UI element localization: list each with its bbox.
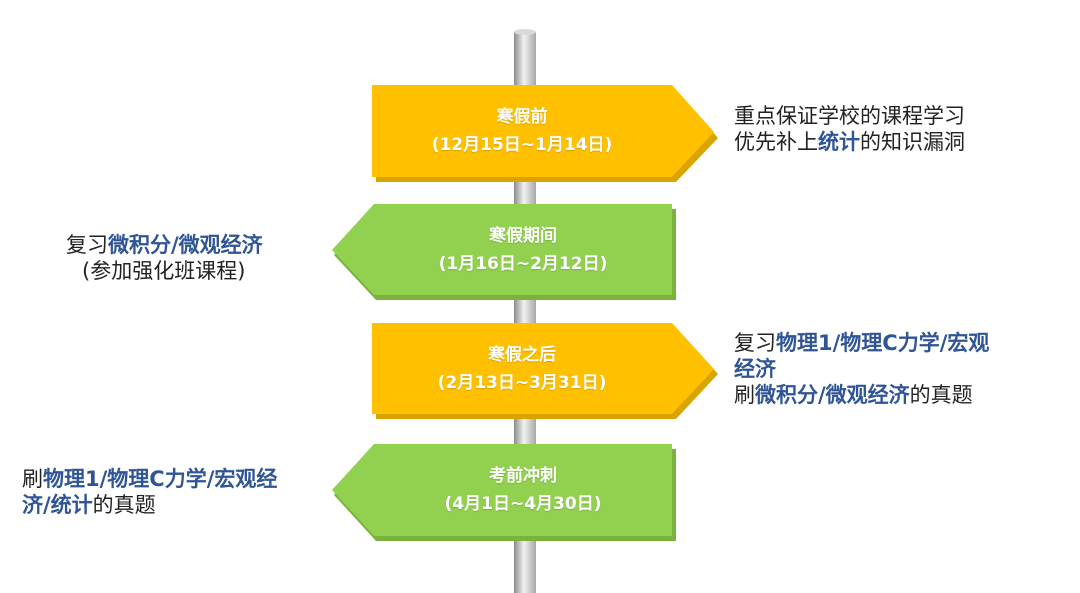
sign-2-title: 寒假期间: [489, 226, 557, 246]
note-3-line-2: 经济: [734, 356, 989, 382]
sign-3-dates: (2月13日~3月31日): [437, 373, 607, 393]
note-1: 重点保证学校的课程学习 优先补上统计的知识漏洞: [734, 103, 965, 155]
note-1-line-1: 重点保证学校的课程学习: [734, 104, 965, 128]
sign-1-title: 寒假前: [496, 107, 548, 127]
note-3-line-1: 复习物理1/物理C力学/宏观: [734, 330, 989, 356]
note-4-line-2: 济/统计的真题: [22, 492, 277, 518]
note-3-line-1-highlight: 物理1/物理C力学/宏观: [776, 331, 990, 355]
sign-1-shape: [372, 85, 714, 177]
note-4-line-2-highlight: 济/统计: [22, 493, 93, 517]
sign-2-label: 寒假期间 (1月16日~2月12日): [374, 222, 672, 278]
note-3: 复习物理1/物理C力学/宏观 经济 刷微积分/微观经济的真题: [734, 330, 989, 408]
note-3-line-3-highlight: 微积分/微观经济: [755, 383, 910, 407]
note-1-line-2-highlight: 统计: [818, 130, 860, 154]
note-4-line-1: 刷物理1/物理C力学/宏观经: [22, 466, 277, 492]
note-4: 刷物理1/物理C力学/宏观经 济/统计的真题: [22, 466, 277, 518]
sign-1-label: 寒假前 (12月15日~1月14日): [372, 103, 672, 159]
note-3-line-3: 刷微积分/微观经济的真题: [734, 382, 989, 408]
note-3-line-1-text: 复习: [734, 331, 776, 355]
note-2-line-1-highlight: 微积分/微观经济: [108, 233, 263, 257]
note-2: 复习微积分/微观经济 (参加强化班课程): [66, 232, 263, 284]
sign-2-shape: [332, 204, 672, 295]
sign-3-title: 寒假之后: [488, 345, 556, 365]
note-4-line-1-text: 刷: [22, 467, 43, 491]
note-3-line-3-text-end: 的真题: [909, 383, 973, 407]
note-3-line-3-text: 刷: [734, 383, 755, 407]
sign-4-title: 考前冲刺: [489, 466, 557, 486]
signpost-pole-cap: [514, 29, 536, 35]
note-2-line-1: 复习微积分/微观经济: [66, 232, 263, 258]
sign-4-shape: [332, 444, 672, 536]
note-4-line-1-highlight: 物理1/物理C力学/宏观经: [43, 467, 278, 491]
sign-1-dates: (12月15日~1月14日): [431, 135, 613, 155]
note-2-line-1-text: 复习: [66, 233, 108, 257]
note-1-line-2-text-end: 的知识漏洞: [860, 130, 965, 154]
note-4-line-2-text: 的真题: [92, 493, 156, 517]
sign-2-dates: (1月16日~2月12日): [438, 254, 608, 274]
sign-4-label: 考前冲刺 (4月1日~4月30日): [374, 462, 672, 518]
note-3-line-2-highlight: 经济: [734, 357, 776, 381]
sign-3-label: 寒假之后 (2月13日~3月31日): [372, 341, 672, 397]
sign-4-dates: (4月1日~4月30日): [444, 494, 602, 514]
note-1-line-2-text: 优先补上: [734, 130, 818, 154]
note-2-line-2: (参加强化班课程): [82, 259, 246, 283]
note-1-line-2: 优先补上统计的知识漏洞: [734, 129, 965, 155]
sign-3-shape: [372, 323, 714, 414]
